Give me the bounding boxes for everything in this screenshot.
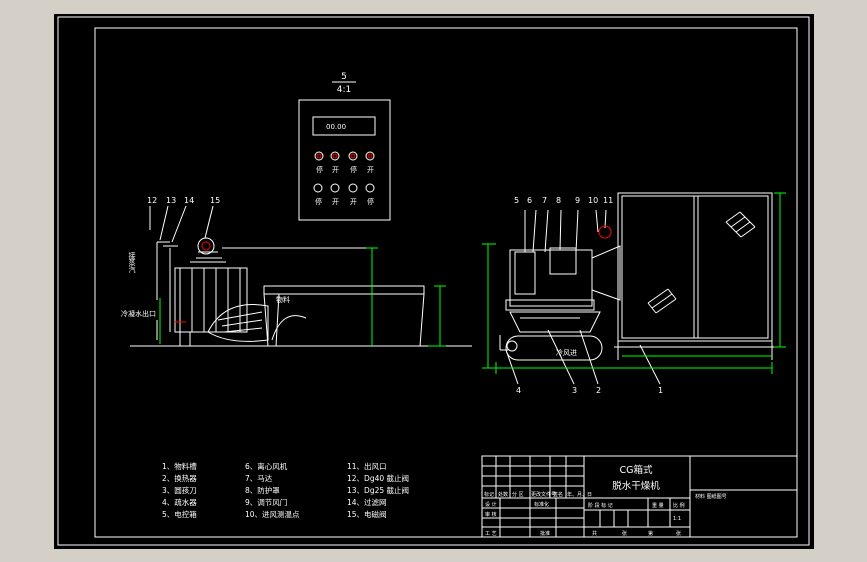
motor-guard [549, 247, 577, 275]
tb-zone: 分 区 [512, 491, 524, 498]
part-8: 8、防护罩 [245, 485, 280, 495]
side-view [130, 205, 472, 347]
filter-mesh-right [725, 211, 756, 238]
title-block [481, 455, 798, 538]
callout-15: 15 [210, 196, 220, 205]
panel-indicator-lamp [316, 153, 322, 159]
title-line1: CG箱式 [620, 464, 653, 476]
control-panel [298, 81, 391, 221]
callout-1: 1 [658, 386, 663, 395]
tb-sign: 签名 [553, 491, 563, 498]
outer-border [57, 16, 810, 546]
panel-row1-label-3: 停 [350, 165, 357, 174]
tb-scale: 比 例 [673, 502, 685, 509]
tb-design: 设 计 [485, 501, 497, 508]
callout-7: 7 [542, 196, 547, 205]
tb-material-drawing-no: 材料 图纸图号 [695, 493, 727, 500]
tb-change-doc: 更改文件号 [531, 491, 556, 498]
panel-scale-ratio: 4:1 [337, 85, 351, 95]
tb-stage: 阶 段 标 记 [588, 502, 613, 509]
callout-12: 12 [147, 196, 157, 205]
part-4: 4、疏水器 [162, 497, 197, 507]
part-3: 3、圆孩刀 [162, 485, 197, 495]
callout-11: 11 [603, 196, 613, 205]
part-11: 11、出风口 [347, 461, 387, 471]
thermometer-gauge [598, 225, 612, 239]
drawing-sheet [54, 14, 814, 549]
callout-14: 14 [184, 196, 194, 205]
filter-mesh-left [647, 288, 677, 314]
tb-sheet: 张 [676, 530, 681, 537]
callout-9: 9 [575, 196, 580, 205]
callout-8: 8 [556, 196, 561, 205]
callout-13: 13 [166, 196, 176, 205]
tb-count: 处数 [498, 491, 508, 498]
part-10: 10、进风测温点 [245, 510, 300, 519]
part-6: 6、离心风机 [245, 461, 288, 471]
tb-total: 共 [592, 530, 597, 537]
tb-no: 第 [648, 530, 653, 537]
part-7: 7、马达 [245, 473, 273, 483]
panel-row2-label-1: 停 [315, 197, 322, 206]
panel-row1-label-2: 开 [332, 166, 339, 174]
parts-list: 1、物料槽 2、换热器 3、圆孩刀 4、疏水器 5、电控箱 6、离心风机 7、马… [162, 461, 409, 519]
part-9: 9、调节风门 [245, 498, 287, 507]
panel-row2-label-2: 开 [332, 198, 339, 206]
part-2: 2、换热器 [162, 473, 197, 483]
part-15: 15、电磁阀 [347, 509, 387, 519]
panel-display: 00.00 [326, 123, 346, 131]
callout-2: 2 [596, 386, 601, 395]
panel-row2-label-3: 开 [350, 198, 357, 206]
part-1: 1、物料槽 [162, 461, 197, 471]
callout-5: 5 [514, 196, 519, 205]
dimension-lines [159, 192, 786, 374]
material-label: 物料 [276, 295, 290, 304]
part-12: 12、Dg40 截止阀 [347, 473, 409, 483]
panel-row2-label-4: 停 [367, 197, 374, 206]
steam-inlet-label: 接蒸汽 [128, 251, 136, 273]
callout-10: 10 [588, 196, 598, 205]
front-view [499, 192, 778, 385]
title-line2: 脱水干燥机 [612, 480, 660, 492]
tb-sheets: 张 [622, 530, 627, 537]
part-5: 5、电控箱 [162, 509, 197, 519]
tb-standard: 标准化 [534, 501, 549, 508]
tb-ratio: 1:1 [673, 516, 681, 522]
tb-review: 审 核 [485, 511, 497, 518]
part-13: 13、Dg25 截止阀 [347, 485, 409, 495]
tb-approve: 批准 [540, 530, 550, 537]
condensate-outlet-label: 冷凝水出口 [121, 309, 156, 318]
inner-frame [94, 27, 798, 538]
panel-scale-number: 5 [341, 72, 347, 82]
callout-6: 6 [527, 196, 532, 205]
cold-air-inlet-label: 冷风进 [556, 348, 577, 357]
callout-3: 3 [572, 386, 577, 395]
panel-row1-label-1: 停 [316, 165, 323, 174]
tb-mark: 标记 [484, 491, 494, 498]
tb-weight: 重 量 [652, 502, 664, 509]
panel-row1-label-4: 开 [367, 166, 374, 174]
callout-4: 4 [516, 386, 521, 395]
tb-date: 年、月、日 [567, 491, 592, 498]
tb-process: 工 艺 [485, 531, 497, 537]
part-14: 14、过滤网 [347, 497, 387, 507]
